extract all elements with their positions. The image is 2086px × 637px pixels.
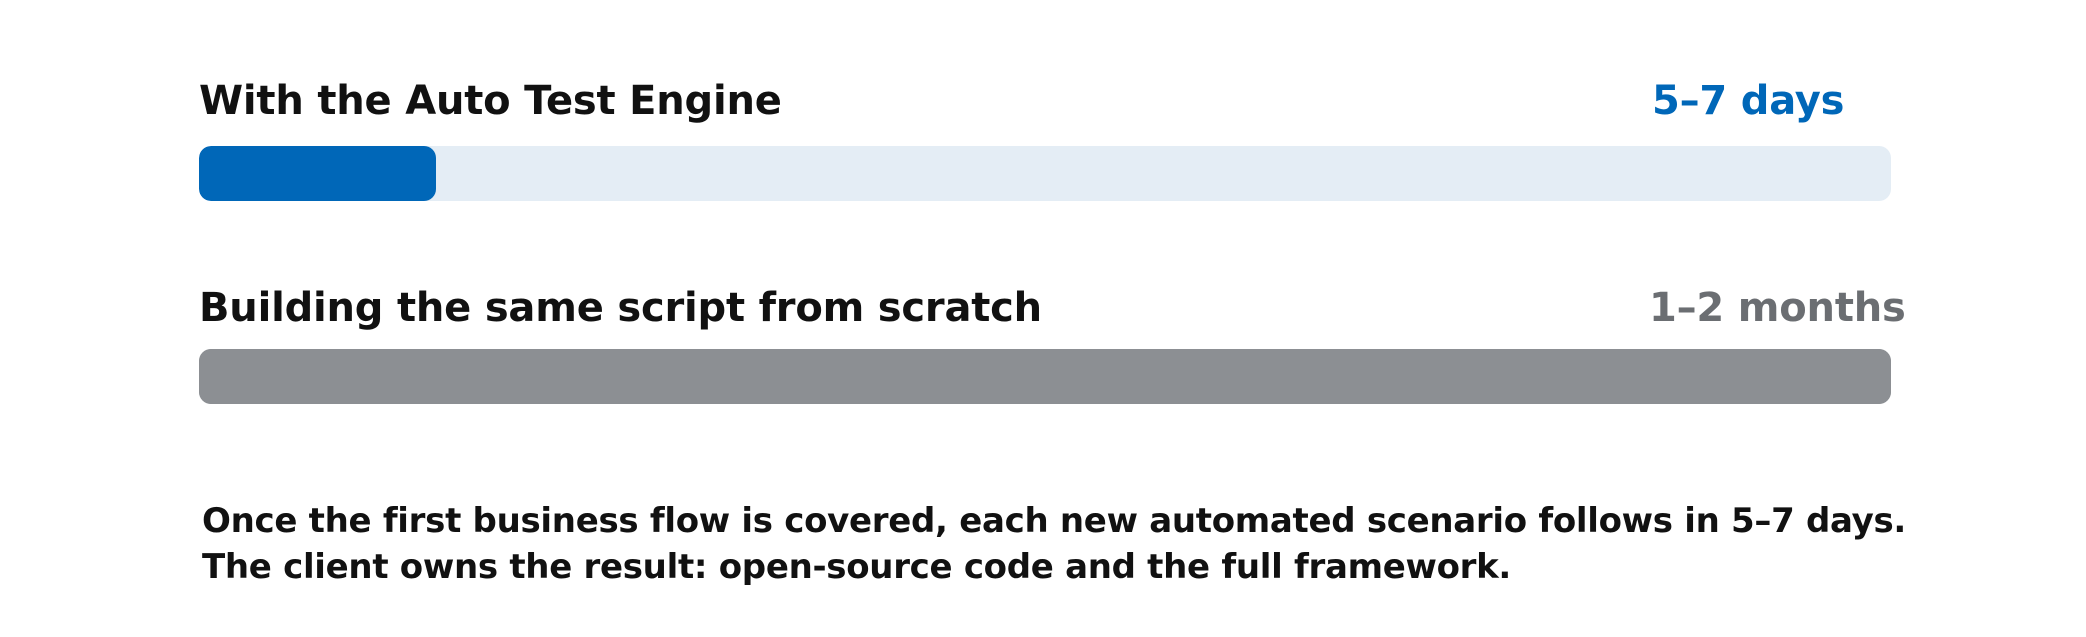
bar-fill-auto-test-engine: [199, 146, 436, 201]
row-header: With the Auto Test Engine 5–7 days: [199, 70, 1891, 130]
comparison-row-auto-test-engine: With the Auto Test Engine 5–7 days: [199, 70, 1891, 201]
value-label-auto-test-engine: 5–7 days: [1652, 78, 1845, 124]
comparison-row-from-scratch: Building the same script from scratch 1–…: [199, 277, 1906, 404]
footnote-line-2: The client owns the result: open-source …: [202, 547, 1512, 587]
bar-fill-from-scratch: [199, 349, 1891, 404]
footnote: Once the first business flow is covered,…: [202, 498, 2002, 590]
bar-track-auto-test-engine: [199, 146, 1891, 201]
category-label-from-scratch: Building the same script from scratch: [199, 285, 1042, 331]
bar-track-from-scratch: [199, 349, 1891, 404]
value-label-from-scratch: 1–2 months: [1649, 285, 1906, 331]
row-header: Building the same script from scratch 1–…: [199, 277, 1906, 337]
footnote-line-1: Once the first business flow is covered,…: [202, 501, 1907, 541]
category-label-auto-test-engine: With the Auto Test Engine: [199, 78, 782, 124]
